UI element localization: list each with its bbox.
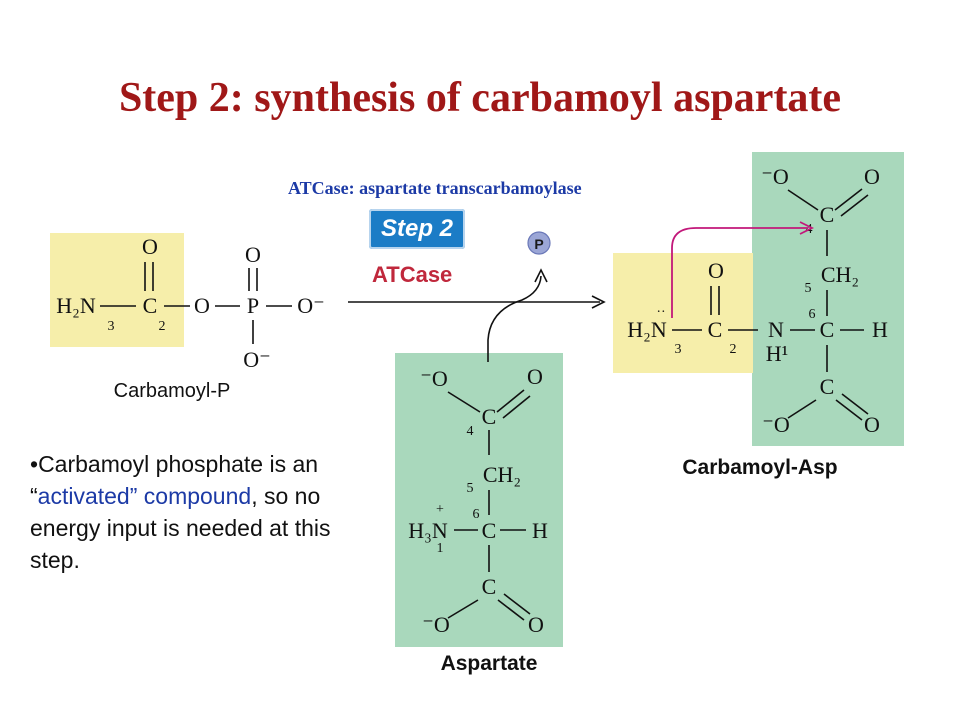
carbamoyl-asp-c1: C (820, 374, 835, 399)
aspartate-structure: ⁻O O C 4 CH₂ 5 H₃N + 1 C 6 H C ⁻O O (408, 364, 548, 637)
carbamoyl-p-number-n: 3 (108, 319, 115, 334)
carbamoyl-asp-c4: C (820, 202, 835, 227)
carbamoyl-asp-o-top: O (864, 164, 880, 189)
carbamoyl-asp-green-box (752, 152, 904, 446)
aspartate-arrow-head (534, 268, 548, 283)
aspartate-number-c2: 6 (473, 507, 480, 522)
carbamoyl-asp-n-link: N (768, 317, 784, 342)
aspartate-h3n: H₃N (408, 518, 448, 543)
aspartate-charge-plus: + (436, 502, 444, 517)
carbamoyl-p-structure: O H₂N C O P O O⁻ O⁻ 3 2 (56, 234, 324, 372)
aspartate-caption: Aspartate (441, 652, 538, 675)
enzyme-label: ATCase (372, 262, 453, 287)
carbamoyl-asp-structure: ⁻O O C 4 CH₂ 5 6 C H C ⁻O O O H₂N ·· C N… (627, 164, 888, 437)
aspartate-c1: C (482, 574, 497, 599)
carbamoyl-p-highlight-box (50, 233, 184, 347)
carbamoyl-asp-o-carb: O (708, 258, 724, 283)
carbamoyl-p-p: P (247, 293, 259, 318)
carbamoyl-asp-o-bottom: O (864, 412, 880, 437)
carbamoyl-p-p-o-bottom: O⁻ (243, 347, 271, 372)
carbamoyl-p-p-o-top: O (245, 242, 261, 267)
carbamoyl-asp-h2n: H₂N (627, 317, 667, 342)
note-bullet: • (30, 451, 39, 477)
note-highlight: activated” compound (37, 483, 252, 509)
carbamoyl-asp-h1: H¹ (766, 341, 788, 366)
nucleophilic-attack-arrow (671, 227, 808, 318)
aspartate-o-bottom: O (528, 612, 544, 637)
aspartate-o-minus-bottom: ⁻O (422, 612, 450, 637)
carbamoyl-asp-number-n: 3 (675, 342, 682, 357)
carbamoyl-asp-number-c-carb: 2 (730, 342, 737, 357)
aspartate-o-minus-top: ⁻O (420, 366, 448, 391)
explanation-note: •Carbamoyl phosphate is an “activated” c… (30, 448, 370, 576)
carbamoyl-p-c: C (143, 293, 158, 318)
carbamoyl-asp-h: H (872, 317, 888, 342)
carbamoyl-asp-number-ch2: 5 (805, 281, 812, 296)
carbamoyl-asp-lone-pair: ·· (656, 305, 665, 320)
step-badge: Step 2 (369, 209, 465, 249)
aspartate-ch2: CH₂ (483, 462, 521, 487)
aspartate-number-n: 1 (437, 541, 444, 556)
aspartate-c2: C (482, 518, 497, 543)
carbamoyl-p-o-top: O (142, 234, 158, 259)
phosphate-icon (527, 231, 551, 255)
note-text-part1: Carbamoyl phosphate is an “ (30, 451, 319, 509)
carbamoyl-asp-o-minus-bottom: ⁻O (762, 412, 790, 437)
note-text-part2: , so no energy input is needed at this s… (30, 483, 331, 573)
carbamoyl-p-caption: Carbamoyl-P (114, 380, 231, 402)
carbamoyl-p-nh2: H₂N (56, 293, 96, 318)
carbamoyl-asp-ch2: CH₂ (821, 262, 859, 287)
aspartate-o-top: O (527, 364, 543, 389)
nucleophilic-attack-arrow-head (799, 221, 815, 235)
carbamoyl-p-p-o-right: O⁻ (297, 293, 325, 318)
carbamoyl-asp-number-c6: 6 (809, 307, 816, 322)
aspartate-number-c4: 4 (467, 424, 474, 439)
carbamoyl-asp-yellow-box (613, 253, 753, 373)
enzyme-note: ATCase: aspartate transcarbamoylase (288, 178, 582, 198)
aspartate-c4: C (482, 404, 497, 429)
aspartate-h: H (532, 518, 548, 543)
slide-title: Step 2: synthesis of carbamoyl aspartate (118, 75, 842, 121)
aspartate-curved-arrow (487, 275, 542, 362)
carbamoyl-asp-c6: C (820, 317, 835, 342)
carbamoyl-p-o-link: O (194, 293, 210, 318)
carbamoyl-asp-o-minus-top: ⁻O (761, 164, 789, 189)
reaction-arrow-head (591, 295, 606, 309)
phosphate-label: P (534, 236, 543, 252)
carbamoyl-asp-caption: Carbamoyl-Asp (682, 456, 837, 479)
carbamoyl-p-number-c: 2 (159, 319, 166, 334)
aspartate-highlight-box (395, 353, 563, 647)
carbamoyl-asp-c-carb: C (708, 317, 723, 342)
aspartate-number-ch2: 5 (467, 481, 474, 496)
